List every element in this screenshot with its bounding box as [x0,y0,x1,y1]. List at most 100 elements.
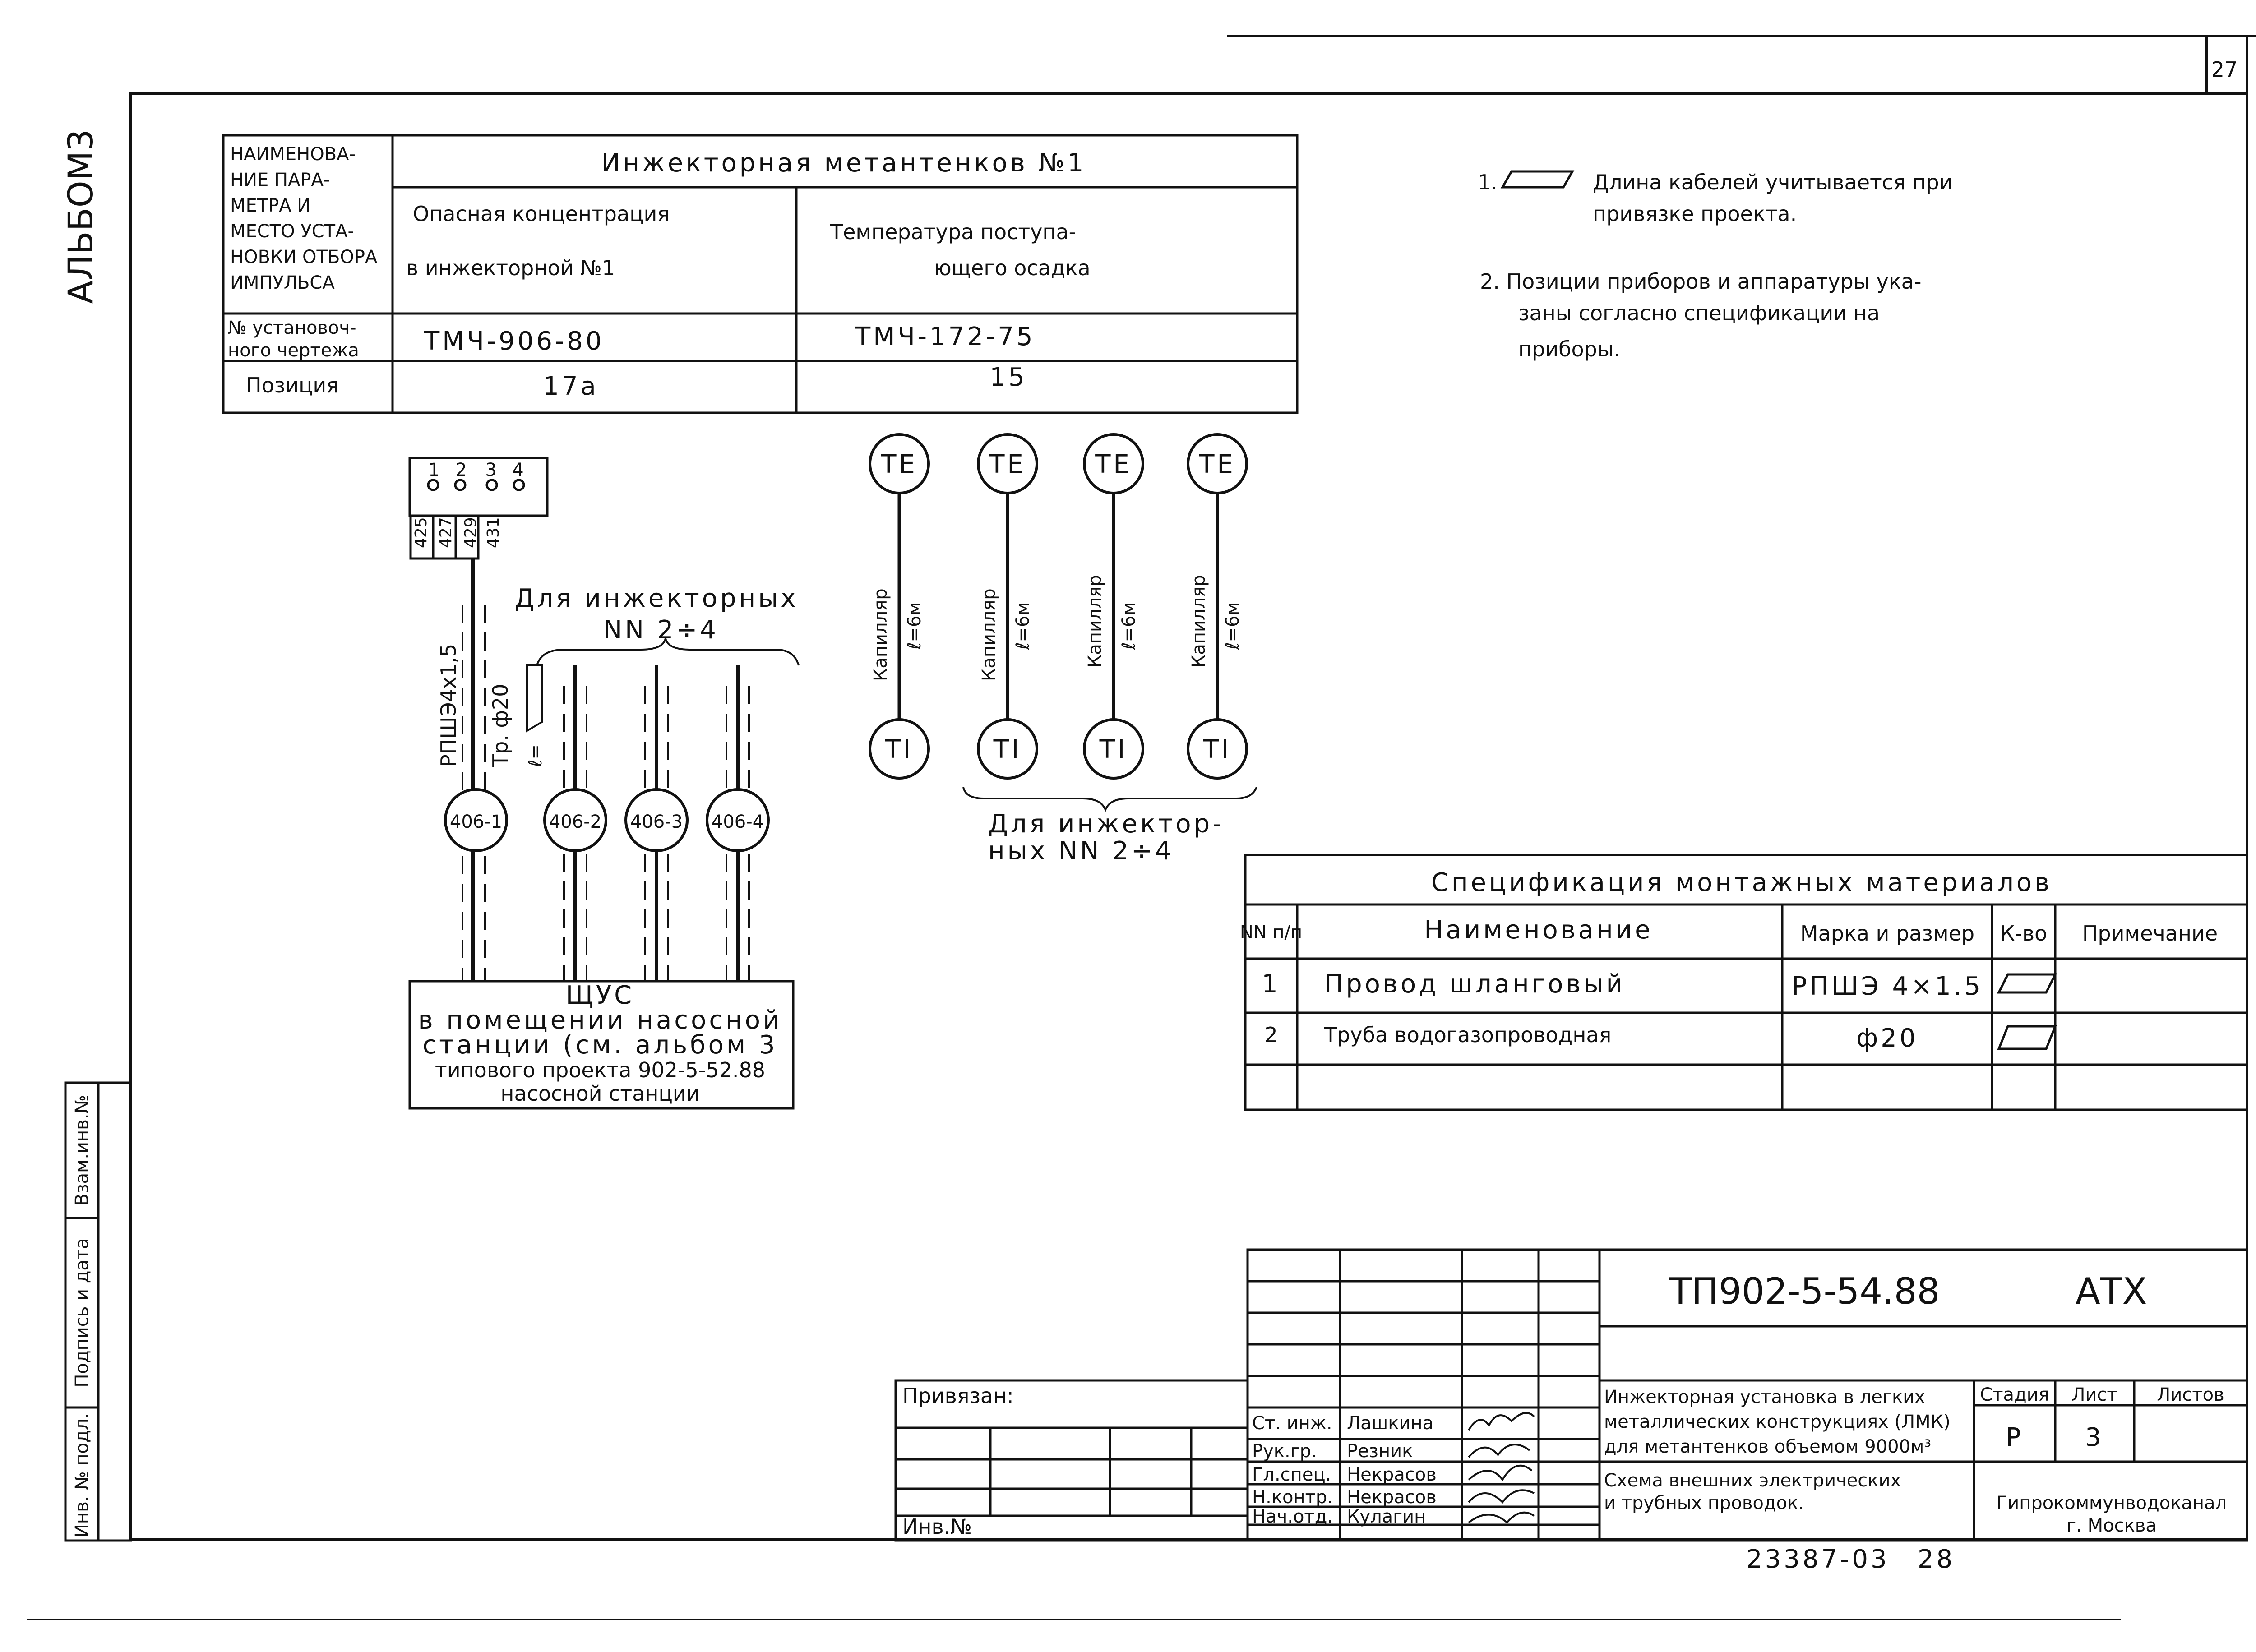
svg-text:№ установоч-: № установоч- [228,318,356,338]
spec-row-1: 1 Провод шланговый РПШЭ 4×1.5 [1262,969,2057,1001]
note-1-number: 1. [1478,170,1498,194]
svg-text:Капилляр: Капилляр [870,588,891,681]
sensor-group [869,433,1248,780]
inv-no-label: Инв.№ [902,1514,972,1539]
svg-text:ИМПУЛЬСА: ИМПУЛЬСА [230,272,335,293]
stamp-vzam-inv: Взам.инв.№ [72,1095,92,1206]
sheet-title: Схема внешних электрических и трубных пр… [1604,1470,1901,1514]
svg-text:Капилляр: Капилляр [979,588,999,681]
injector-group-label-2: NN 2÷4 [603,615,719,645]
svg-text:406-1: 406-1 [450,812,502,832]
svg-text:Гипрокоммунводоканал: Гипрокоммунводоканал [1997,1493,2227,1514]
svg-text:Р: Р [2006,1423,2024,1452]
svg-text:НИЕ ПАРА-: НИЕ ПАРА- [230,170,330,190]
stamp-inv-podl: Инв. № подл. [72,1413,92,1537]
device-406-1: 406-1 [444,788,508,852]
spec-header-note: Примечание [2082,921,2218,946]
spec-header-num: NN п/п [1240,922,1302,943]
param-col2-line2: ющего осадка [934,256,1091,280]
device-406-3: 406-3 [624,788,689,852]
svg-text:насосной станции: насосной станции [500,1081,699,1106]
stage-sheet-header: Стадия Лист Листов [1980,1384,2224,1405]
svg-text:Инжекторная установка в легких: Инжекторная установка в легких [1604,1387,1925,1407]
signature-3 [1468,1464,1533,1481]
svg-text:4: 4 [512,460,523,480]
sensor-group-label-2: ных NN 2÷4 [988,836,1174,866]
main-cable [462,558,486,981]
spec-header-mark: Марка и размер [1800,921,1974,946]
svg-text:431: 431 [484,517,503,548]
signature-4 [1468,1489,1535,1504]
title-names: Лашкина Резник Некрасов Некрасов Кулагин [1347,1413,1437,1527]
param-col2-position: 15 [989,363,1027,392]
svg-text:TE: TE [880,450,918,479]
svg-text:Лист: Лист [2071,1384,2117,1405]
svg-text:типового проекта 902-5-52.88: типового проекта 902-5-52.88 [435,1058,765,1082]
svg-text:3: 3 [2085,1423,2104,1452]
param-row-header-3: Позиция [246,373,339,397]
notes: 1. Длина кабелей учитывается при привязк… [1478,170,1953,361]
spec-table-title: Спецификация монтажных материалов [1431,868,2052,897]
svg-text:Некрасов: Некрасов [1347,1464,1437,1485]
svg-text:TI: TI [1099,735,1128,764]
svg-text:427: 427 [437,517,455,548]
note-2-line2: заны согласно спецификации на [1518,301,1880,325]
svg-text:МЕСТО УСТА-: МЕСТО УСТА- [230,221,354,242]
svg-text:TI: TI [885,735,914,764]
svg-text:РПШЭ 4×1.5: РПШЭ 4×1.5 [1792,972,1983,1001]
note-2-line3: приборы. [1518,337,1620,361]
svg-text:ЩУС: ЩУС [566,981,634,1010]
signatures [1468,1412,1535,1524]
svg-text:Ст. инж.: Ст. инж. [1252,1413,1332,1434]
svg-text:Кулагин: Кулагин [1347,1506,1426,1527]
injector-group-brace [536,638,800,666]
sensor-bottom-labels: TI TI TI TI [885,735,1229,764]
note-1-line2: привязке проекта. [1593,202,1797,226]
svg-text:Схема внешних электрических: Схема внешних электрических [1604,1470,1901,1491]
panel-text: ЩУС в помещении насосной станции (см. ал… [418,981,782,1106]
svg-text:в помещении насосной: в помещении насосной [418,1006,782,1035]
svg-text:ℓ=6м: ℓ=6м [1012,602,1033,650]
svg-text:Листов: Листов [2157,1384,2224,1405]
svg-text:металлических конструкциях (ЛМ: металлических конструкциях (ЛМК) [1604,1412,1951,1432]
stamp-podpis-data: Подпись и дата [72,1238,92,1387]
svg-text:406-3: 406-3 [630,812,683,832]
svg-text:406-2: 406-2 [549,812,601,832]
title-block-grid [894,1248,2248,1542]
param-table-title: Инжекторная метантенков №1 [601,148,1086,178]
svg-text:TI: TI [993,735,1022,764]
param-col1-line1: Опасная концентрация [413,202,670,226]
panel-box [408,980,795,1110]
svg-text:Капилляр: Капилляр [1188,575,1209,668]
svg-text:425: 425 [412,517,430,548]
organization: Гипрокоммунводоканал г. Москва [1997,1493,2227,1536]
terminal-block [408,457,549,560]
project-title: Инжекторная установка в легких металличе… [1604,1387,1951,1457]
svg-text:TE: TE [989,450,1026,479]
cable-label: РПШЭ4х1,5 [436,644,461,767]
device-406-2: 406-2 [543,788,607,852]
svg-text:2: 2 [1264,1023,1277,1047]
sensor-top-labels: TE TE TE TE [880,450,1233,479]
signature-1 [1468,1412,1535,1431]
note-2-line1: 2. Позиции приборов и аппаратуры ука- [1480,269,1921,294]
footer-number: 23387-03 [1746,1545,1890,1574]
svg-text:ного чертежа: ного чертежа [228,340,359,361]
svg-text:TE: TE [1095,450,1132,479]
device-406-4: 406-4 [706,788,770,852]
svg-text:Провод шланговый: Провод шланговый [1324,969,1625,999]
svg-text:НОВКИ ОТБОРА: НОВКИ ОТБОРА [230,247,378,268]
svg-text:Гл.спец.: Гл.спец. [1252,1464,1331,1485]
pipe-label: Тр. ф20 [488,684,513,767]
pipe-length-label: ℓ= [525,744,546,767]
svg-text:станции (см. альбом 3: станции (см. альбом 3 [422,1030,777,1060]
svg-text:ℓ=6м: ℓ=6м [1222,602,1243,650]
signature-5 [1468,1511,1535,1524]
sensor-group-label-1: Для инжектор- [988,809,1224,839]
terminal-numbers: 1 2 3 4 [428,460,523,480]
spec-table [1244,854,2248,1111]
capillary-labels: Капилляр ℓ=6м Капилляр ℓ=6м Капилляр ℓ=6… [870,575,1243,681]
cable-length-symbol-icon [1500,170,1575,189]
album-label: АЛЬБОМ3 [60,129,101,304]
